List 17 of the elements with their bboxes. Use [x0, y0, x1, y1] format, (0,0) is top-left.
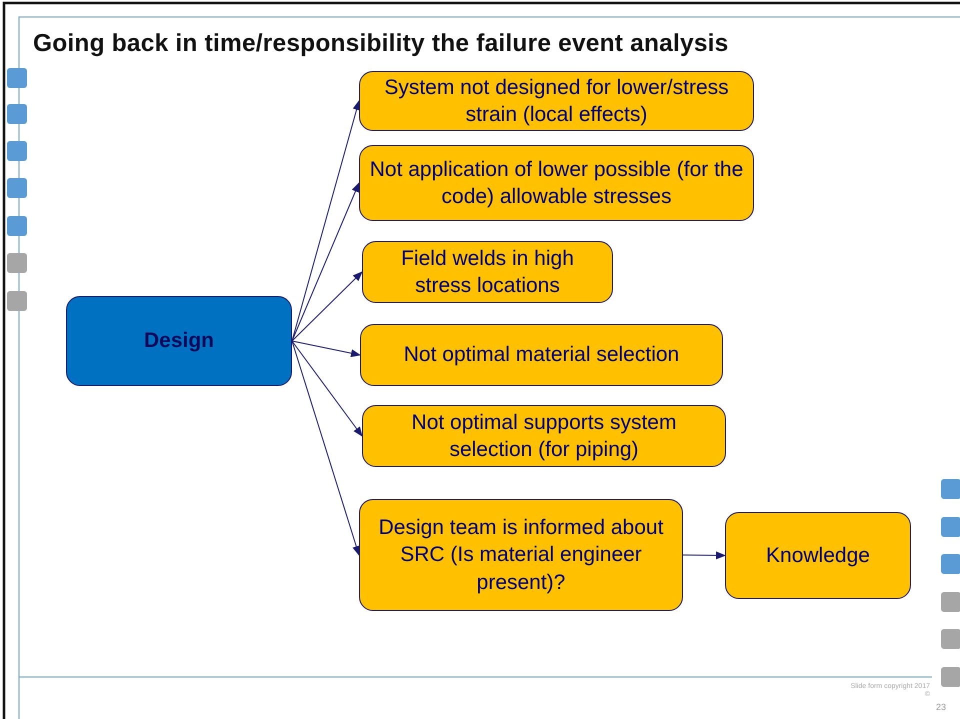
arrow	[292, 340, 363, 437]
arrow	[682, 551, 726, 560]
cause-box: Knowledge	[725, 512, 911, 599]
cause-box: Design team is informed about SRC (Is material engineer present)?	[359, 499, 683, 611]
cause-box: Not application of lower possible (for the code) allowable stresses	[359, 145, 754, 221]
cause-box: Not optimal material selection	[360, 324, 723, 386]
slide-title: Going back in time/responsibility the failure event analysis	[33, 30, 728, 58]
arrow	[292, 340, 361, 358]
cause-box: Not optimal supports system selection (for piping)	[362, 405, 726, 467]
page-number: 23	[936, 702, 946, 712]
arrow	[292, 182, 360, 342]
arrow	[292, 340, 360, 556]
main-category-box: Design	[66, 296, 292, 386]
cause-box: Field welds in high stress locations	[362, 241, 613, 303]
arrow	[292, 100, 360, 342]
arrow	[292, 271, 363, 342]
cause-box: System not designed for lower/stress strain (local effects)	[359, 71, 754, 131]
